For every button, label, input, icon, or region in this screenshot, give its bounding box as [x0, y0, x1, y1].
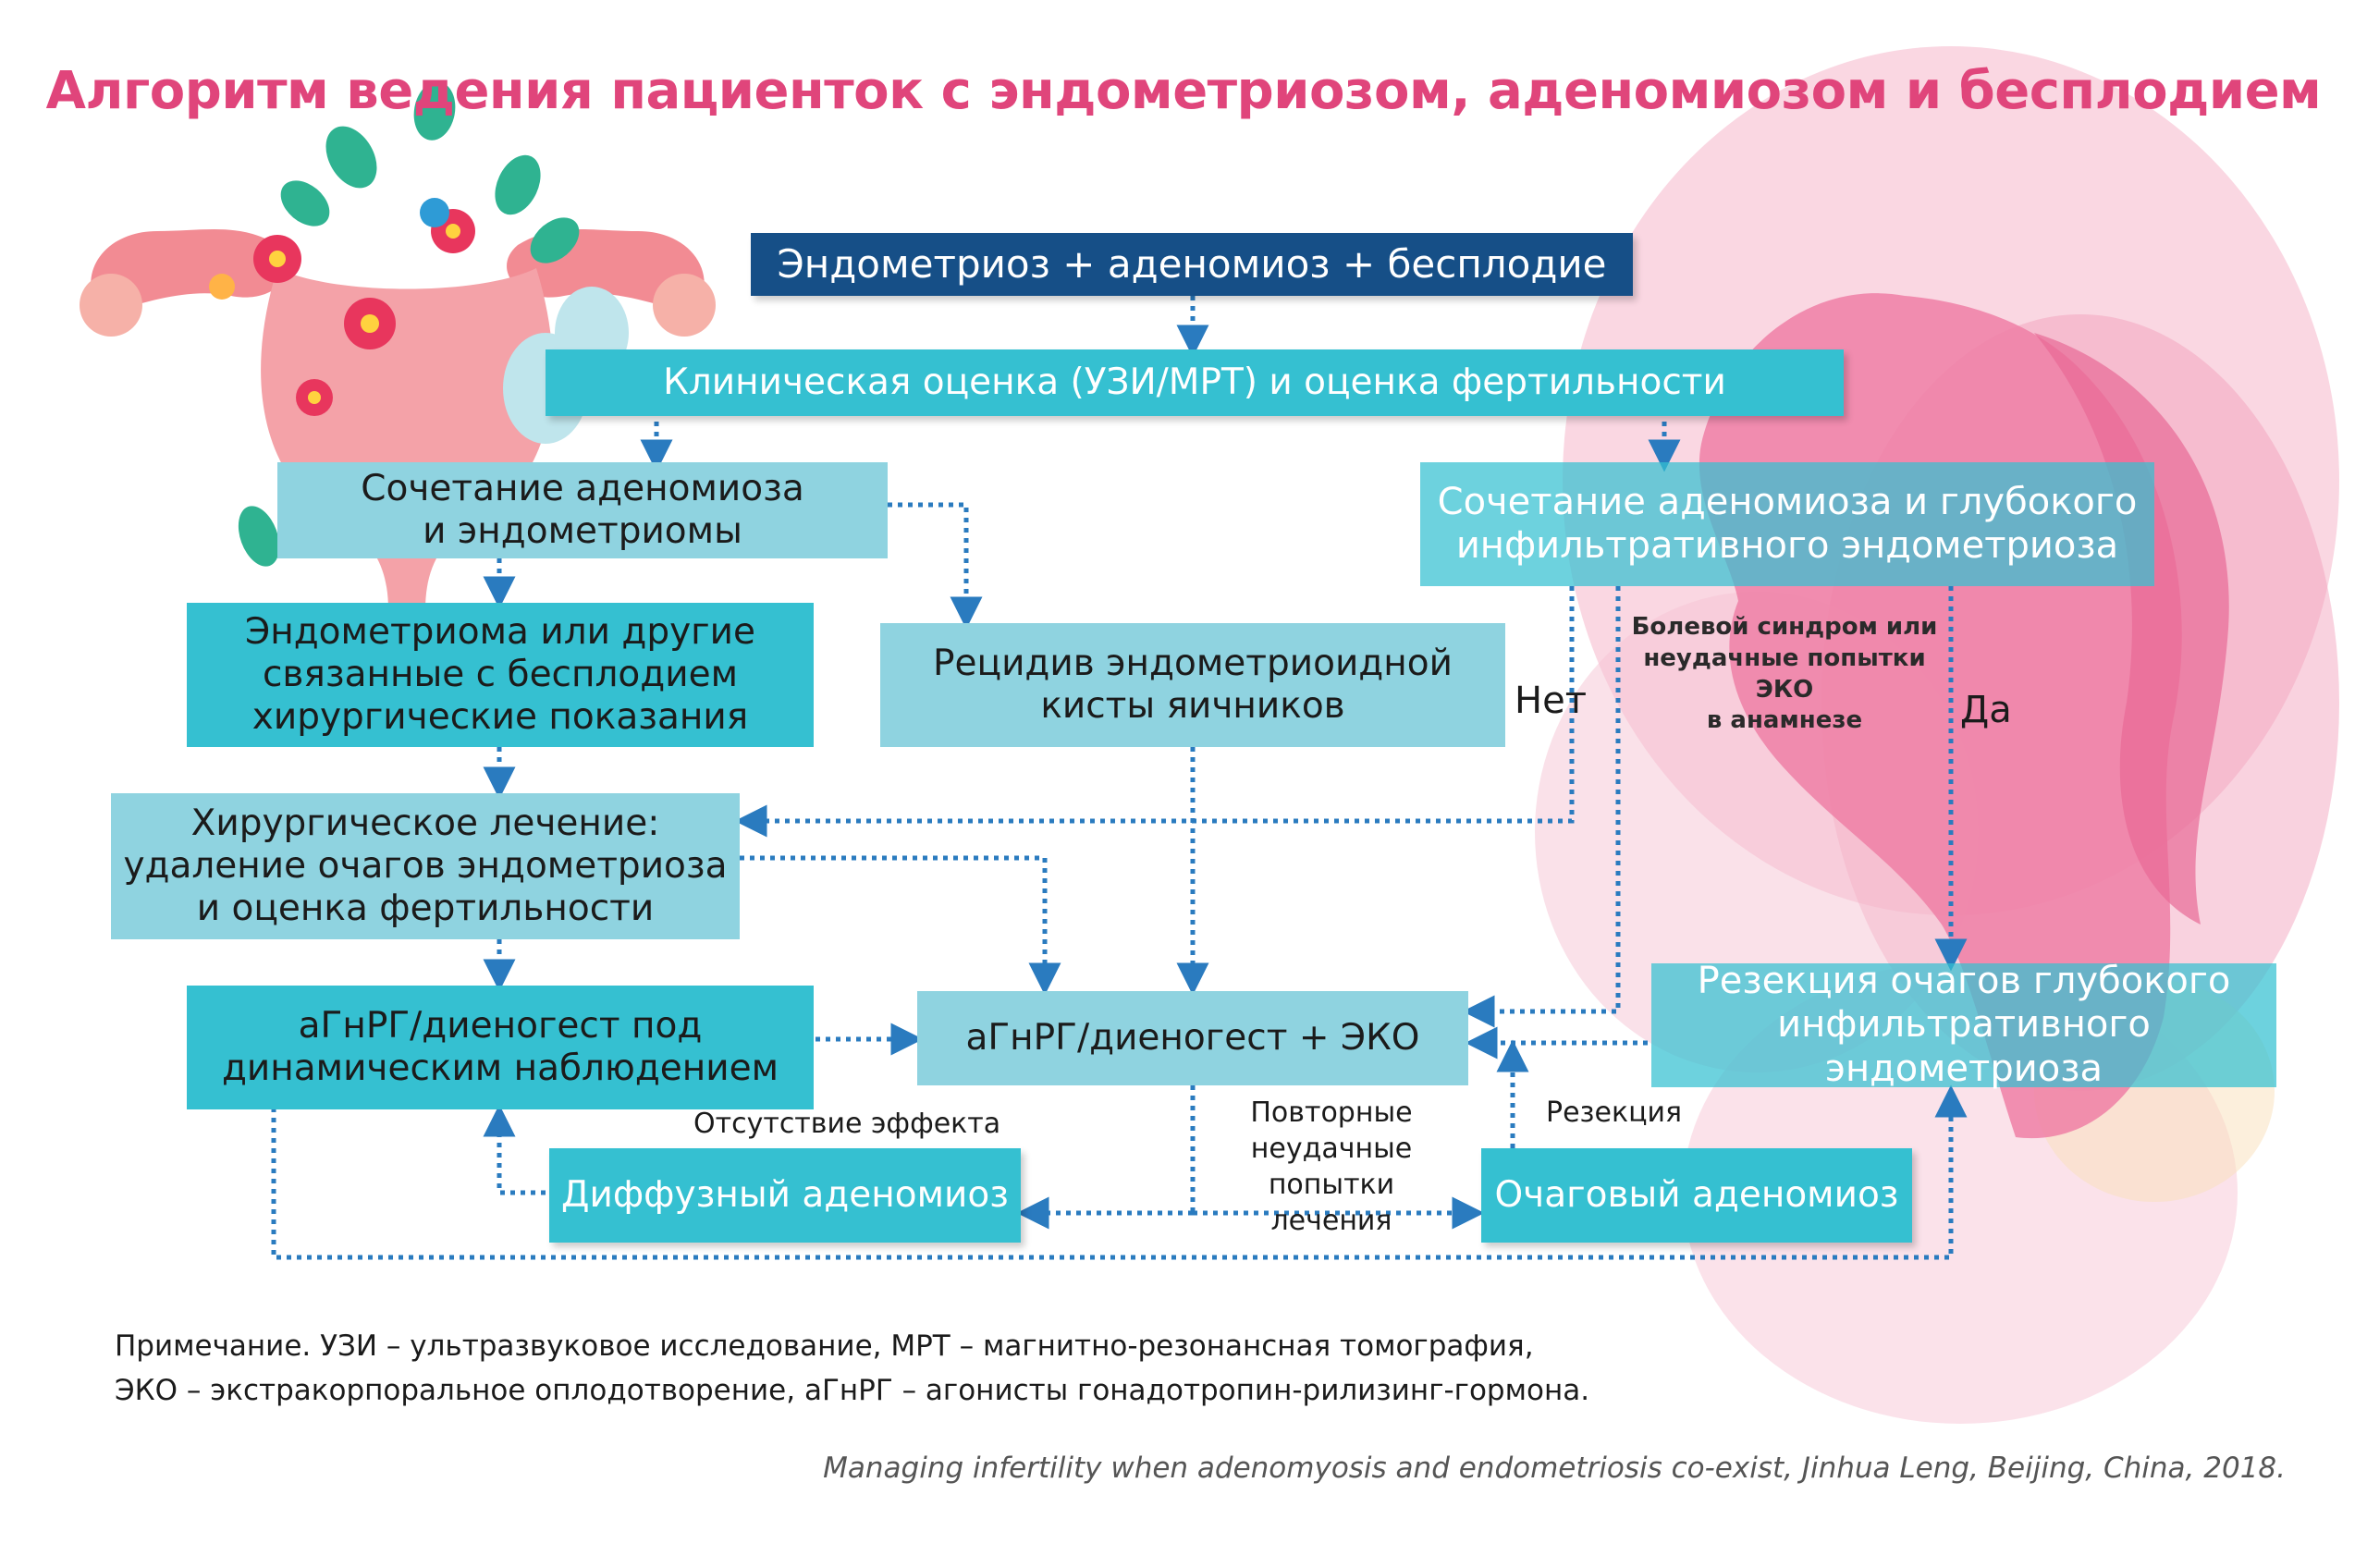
flow-connectors — [271, 296, 1968, 1260]
footnote-line: Примечание. УЗИ – ультразвуковое исследо… — [115, 1329, 1534, 1363]
label-no: Нет — [1515, 680, 1587, 722]
node-line: Сочетание аденомиоза — [361, 467, 804, 509]
node-line: связанные с бесплодием — [262, 653, 739, 695]
woman-hair — [2034, 333, 2229, 925]
arrow-n4-n7 — [734, 586, 1575, 838]
footnote: Примечание. УЗИ – ультразвуковое исследо… — [115, 1324, 1589, 1413]
node-surgical-treatment: Хирургическое лечение:удаление очагов эн… — [111, 793, 740, 939]
label-repeat-failures: Повторные неудачные попытки лечения — [1193, 1095, 1470, 1239]
node-line: аГнРГ/диеногест под — [298, 1004, 703, 1047]
node-clinical-assessment: Клиническая оценка (УЗИ/МРТ) и оценка фе… — [546, 349, 1844, 416]
node-agnrg-ivf: аГнРГ/диеногест + ЭКО — [917, 991, 1468, 1085]
node-label: Диффузный аденомиоз — [561, 1173, 1009, 1216]
node-line: Резекция очагов глубокого — [1697, 960, 2231, 1003]
arrow-n3-n6 — [888, 502, 983, 630]
node-line: инфильтративного эндометриоза — [1455, 524, 2119, 567]
arrow-n7-n9 — [740, 855, 1061, 996]
node-label: аГнРГ/диеногест + ЭКО — [965, 1016, 1420, 1059]
label-pain-ivf-history: Болевой синдром или неудачные попытки ЭК… — [1627, 612, 1942, 737]
node-diffuse-adenomyosis: Диффузный аденомиоз — [549, 1148, 1021, 1243]
node-line: Эндометриома или другие — [244, 610, 756, 653]
footnote-line: ЭКО – экстракорпоральное оплодотворение,… — [115, 1374, 1590, 1408]
node-line: кисты яичников — [1040, 685, 1345, 727]
node-focal-adenomyosis: Очаговый аденомиоз — [1481, 1148, 1912, 1243]
label-resection: Резекция — [1546, 1096, 1683, 1129]
node-line: динамическим наблюдением — [221, 1047, 779, 1089]
node-line: и оценка фертильности — [196, 888, 655, 929]
label-line: Болевой синдром или — [1631, 613, 1938, 641]
label-line: в анамнезе — [1706, 706, 1863, 735]
label-line: Повторные — [1250, 1096, 1413, 1129]
node-line: удаление очагов эндометриоза — [123, 844, 728, 887]
source-citation: Managing infertility when adenomyosis an… — [823, 1452, 2286, 1485]
node-line: Рецидив эндометриоидной — [933, 642, 1453, 684]
page-title: Алгоритм ведения пациенток с эндометриоз… — [45, 61, 2322, 121]
node-line: Сочетание аденомиоза и глубокого — [1437, 480, 2138, 523]
arrow-n8-n10 — [271, 1084, 1968, 1260]
leaves-decoration — [238, 81, 595, 567]
node-line: Хирургическое лечение: — [190, 802, 660, 844]
label-line: неудачные попытки ЭКО — [1643, 643, 1926, 704]
node-endometriosis-adenomyosis-infertility: Эндометриоз + аденомиоз + бесплодие — [751, 233, 1633, 296]
node-line: хирургические показания — [251, 696, 749, 738]
label-line: неудачные попытки — [1250, 1133, 1413, 1201]
node-line: и эндометриомы — [423, 510, 742, 552]
node-label: Очаговый аденомиоз — [1494, 1173, 1899, 1216]
arrow-n11-n8 — [483, 1104, 546, 1195]
node-label: Эндометриоз + аденомиоз + бесплодие — [777, 241, 1607, 288]
label-no-effect: Отсутствие эффекта — [693, 1108, 1001, 1140]
node-label: Клиническая оценка (УЗИ/МРТ) и оценка фе… — [663, 361, 1726, 403]
node-line: инфильтративного эндометриоза — [1777, 1003, 2151, 1090]
label-yes: Да — [1960, 689, 2012, 731]
label-line: лечения — [1270, 1205, 1392, 1237]
arrow-n4-n9 — [1462, 586, 1621, 1028]
flowers-decoration — [209, 198, 475, 416]
